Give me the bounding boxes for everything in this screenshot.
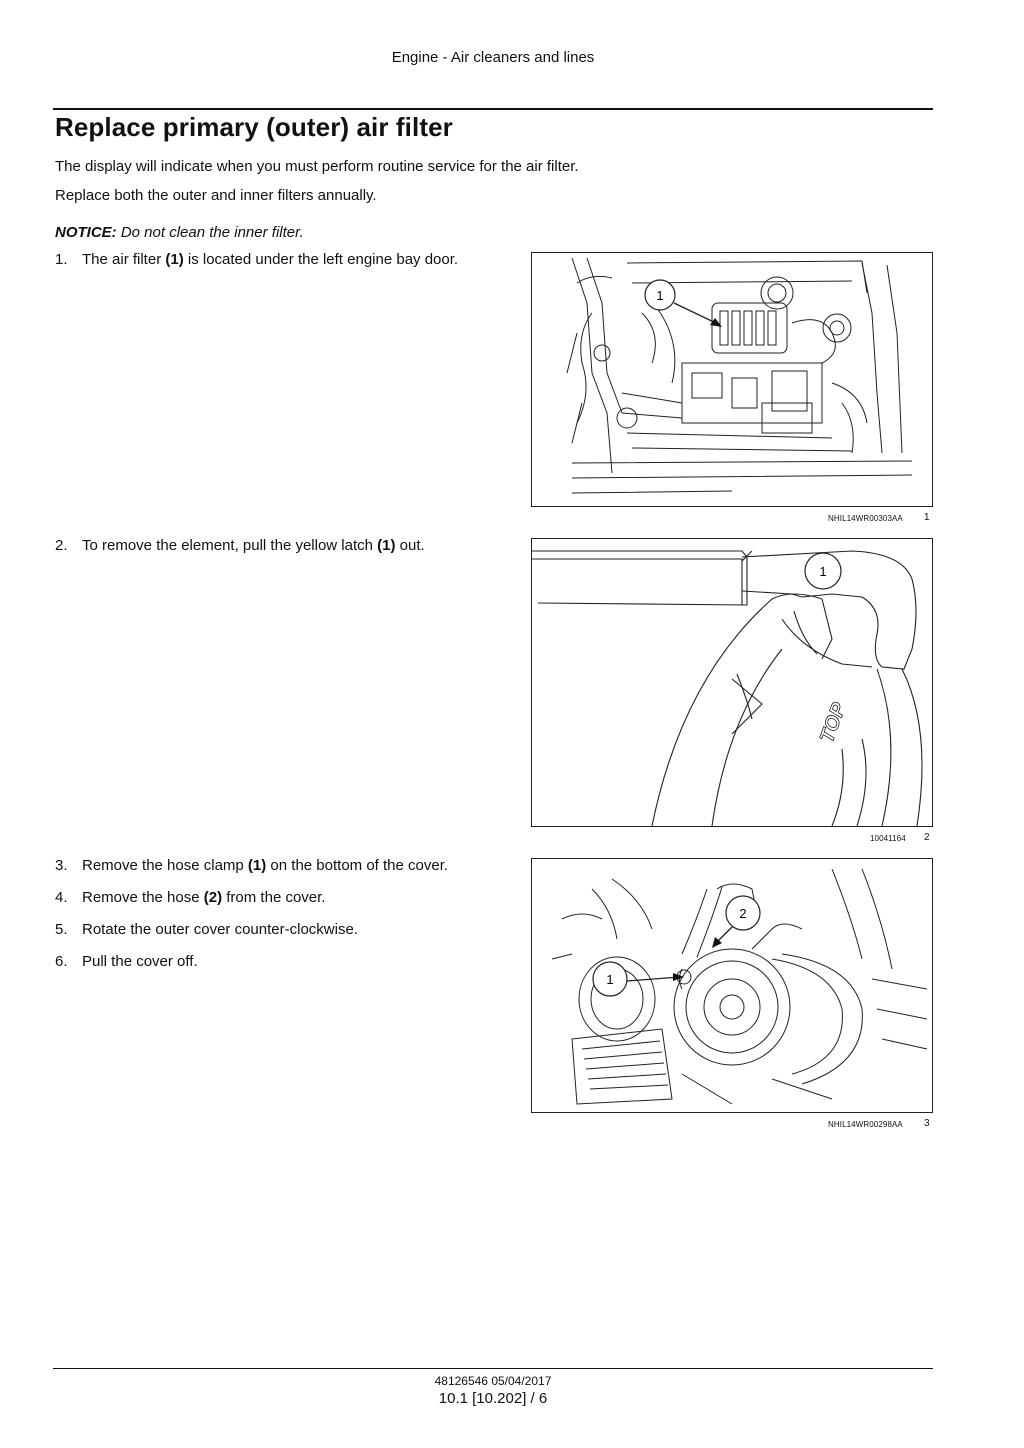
step-text: Pull the cover off.	[82, 953, 198, 970]
step-ref: (2)	[203, 889, 223, 906]
step-5: 5. Rotate the outer cover counter-clockw…	[55, 920, 493, 940]
notice: NOTICE: Do not clean the inner filter.	[55, 224, 304, 241]
step-text: The air filter	[82, 251, 166, 268]
step-ref: (1)	[377, 537, 396, 554]
figure-3-number: 3	[924, 1118, 930, 1129]
running-header: Engine - Air cleaners and lines	[391, 49, 595, 66]
step-number: 1.	[55, 251, 68, 268]
callout-1: 1	[606, 972, 613, 987]
callout-leader-1	[626, 976, 681, 982]
callout-bubble-2	[725, 895, 761, 931]
step-text-end: from the cover.	[222, 889, 326, 906]
callout-arrowhead-1	[673, 973, 684, 981]
notice-label: NOTICE:	[55, 224, 117, 241]
callout-leader	[673, 302, 721, 326]
figure-1-engine-bay: 1	[531, 252, 933, 507]
step-number: 3.	[55, 857, 68, 874]
callout-bubble	[804, 552, 842, 590]
callout-2: 2	[739, 906, 746, 921]
callout-1: 1	[819, 564, 826, 579]
engine-bay-illustration: 1	[566, 257, 913, 494]
footer-rule	[53, 1368, 933, 1369]
step-4: 4. Remove the hose (2) from the cover.	[55, 888, 493, 908]
header-rule	[53, 108, 933, 110]
callout-arrowhead-2	[712, 937, 722, 948]
notice-text: Do not clean the inner filter.	[120, 224, 304, 241]
figure-3-code: NHIL14WR00298AA	[828, 1120, 903, 1129]
step-ref: (1)	[247, 857, 267, 874]
step-3: 3. Remove the hose clamp (1) on the bott…	[55, 856, 493, 876]
intro-paragraph-1: The display will indicate when you must …	[55, 158, 579, 175]
intro-paragraph-2: Replace both the outer and inner filters…	[55, 187, 377, 204]
step-ref: (1)	[165, 251, 184, 268]
figure-1-number: 1	[924, 512, 930, 523]
step-1: 1. The air filter (1) is located under t…	[55, 250, 493, 270]
step-text: Remove the hose	[82, 889, 204, 906]
footer-page-number: 10.1 [10.202] / 6	[438, 1390, 548, 1407]
figure-3-filter-cover: 1 2	[531, 858, 933, 1113]
step-text: To remove the element, pull the yellow l…	[82, 537, 378, 554]
step-text: Remove the hose clamp	[82, 857, 248, 874]
figure-2-filter-latch: TOP 1	[531, 538, 933, 827]
step-2: 2. To remove the element, pull the yello…	[55, 536, 493, 556]
filter-cover-illustration: 1 2	[551, 868, 928, 1105]
figure-2-code: 10041164	[870, 834, 906, 843]
callout-1: 1	[656, 288, 663, 303]
step-text: Rotate the outer cover counter-clockwise…	[82, 921, 358, 938]
section-title: Replace primary (outer) air filter	[55, 112, 453, 142]
callout-bubble-1	[592, 961, 628, 997]
footer-doc-id: 48126546 05/04/2017	[434, 1374, 552, 1388]
step-number: 4.	[55, 889, 68, 906]
step-text-end: out.	[395, 537, 425, 554]
figure-1-code: NHIL14WR00303AA	[828, 514, 903, 523]
embossed-top-label: TOP	[816, 699, 851, 745]
step-number: 6.	[55, 953, 68, 970]
step-text-end: on the bottom of the cover.	[266, 857, 449, 874]
callout-arrowhead	[710, 318, 722, 327]
step-number: 2.	[55, 537, 68, 554]
step-text-end: is located under the left engine bay doo…	[183, 251, 459, 268]
callout-bubble	[644, 279, 676, 311]
figure-2-number: 2	[924, 832, 930, 843]
filter-latch-illustration: TOP 1	[532, 550, 923, 826]
step-number: 5.	[55, 921, 68, 938]
step-6: 6. Pull the cover off.	[55, 952, 493, 972]
